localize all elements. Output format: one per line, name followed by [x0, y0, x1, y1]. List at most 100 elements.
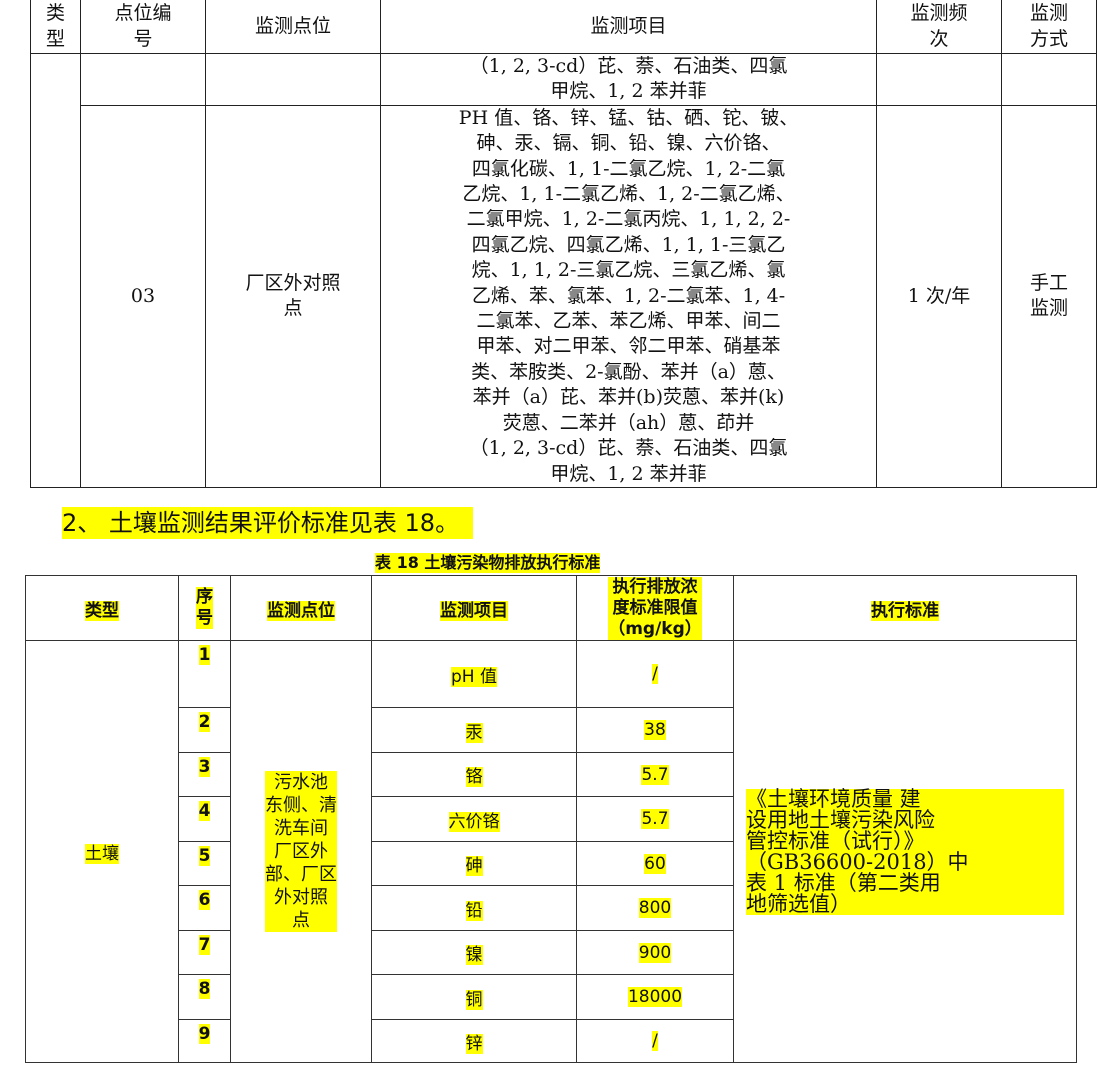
- header-item: 监测项目: [371, 575, 577, 641]
- code-cell: [80, 53, 206, 106]
- header-text: 执行排放浓: [612, 576, 698, 597]
- limit-cell: /: [576, 1019, 734, 1063]
- header-text: 监测项目: [440, 600, 508, 621]
- table-row: 7 镍 900: [26, 930, 1077, 975]
- item-cell: 铬: [371, 752, 577, 797]
- limit-cell: 5.7: [576, 752, 734, 797]
- header-text: 类: [45, 2, 65, 25]
- item-text: 铬: [465, 767, 483, 787]
- location-line: 洗车间: [274, 818, 328, 839]
- header-location: 监测点位: [205, 0, 381, 54]
- location-cell: 污水池东侧、清洗车间厂区外部、厂区外对照点: [230, 640, 372, 1063]
- items-line: 四氯化碳、1, 1-二氯乙烷、1, 2-二氯: [471, 157, 786, 180]
- header-text: 型: [45, 27, 65, 50]
- seq-cell: 3: [178, 752, 231, 797]
- limit-cell: 38: [576, 707, 734, 753]
- item-cell: pH 值: [371, 640, 577, 708]
- item-cell: 六价铬: [371, 796, 577, 842]
- table-header-row: 类型 点位编号 监测点位 监测项目 监测频次 监测方式: [30, 0, 1097, 54]
- seq-text: 8: [198, 979, 211, 999]
- seq-cell: 8: [178, 974, 231, 1020]
- item-cell: 砷: [371, 841, 577, 886]
- seq-text: 6: [198, 890, 211, 910]
- limit-text: 38: [644, 720, 666, 740]
- seq-cell: 5: [178, 841, 231, 886]
- item-cell: 镍: [371, 930, 577, 975]
- seq-cell: 1: [178, 640, 231, 708]
- table-row: （1, 2, 3-cd）芘、萘、石油类、四氯甲烷、1, 2 苯并菲: [30, 53, 1097, 488]
- item-cell: 锌: [371, 1019, 577, 1063]
- header-text: 执行排放浓度标准限值（mg/kg）: [608, 576, 702, 640]
- limit-text: 5.7: [641, 764, 669, 785]
- header-code: 点位编号: [80, 0, 206, 54]
- type-cell: [30, 53, 81, 488]
- method-line: 监测: [1029, 297, 1068, 320]
- seq-cell: 9: [178, 1019, 231, 1063]
- seq-text: 5: [198, 846, 211, 866]
- header-text: 执行标准: [871, 600, 939, 621]
- limit-cell: 60: [576, 841, 734, 886]
- item-text: 汞: [465, 722, 483, 743]
- items-line: 四氯乙烷、四氯乙烯、1, 1, 1-三氯乙: [471, 233, 786, 256]
- header-location: 监测点位: [230, 575, 372, 641]
- item-text: 铅: [465, 900, 483, 921]
- location-line: 点: [283, 297, 303, 320]
- header-items: 监测项目: [380, 0, 877, 54]
- item-text: pH 值: [451, 666, 497, 687]
- limit-cell: 18000: [576, 974, 734, 1020]
- items-line: 荧蒽、二苯并（ah）蒽、茚并: [502, 411, 755, 434]
- seq-cell: 2: [178, 707, 231, 753]
- soil-standard-table: 类型 序号 监测点位 监测项目 执行排放浓度标准限值（mg/kg） 执行标准 土…: [25, 575, 1077, 1063]
- header-type: 类型: [25, 575, 179, 641]
- header-frequency: 监测频次: [876, 0, 1002, 54]
- items-line: 乙烯、苯、氯苯、1, 2-二氯苯、1, 4-: [471, 284, 786, 307]
- seq-cell: 7: [178, 930, 231, 975]
- header-limit: 执行排放浓度标准限值（mg/kg）: [576, 575, 734, 641]
- table-row: 8 铜 18000: [26, 974, 1077, 1020]
- location-text: 污水池东侧、清洗车间厂区外部、厂区外对照点: [265, 771, 337, 932]
- items-line: 乙烷、1, 1-二氯乙烯、1, 2-二氯乙烯、: [462, 183, 795, 206]
- limit-text: 900: [638, 942, 672, 963]
- header-text: 次: [929, 27, 949, 50]
- seq-text: 1: [198, 645, 211, 665]
- header-text: 号: [196, 608, 213, 628]
- method-cell: 手工监测: [1001, 105, 1097, 488]
- location-cell: 厂区外对照点: [205, 105, 381, 488]
- standard-cell: 《土壤环境质量 建设用地土壤污染风险管控标准（试行）》（GB36600-2018…: [733, 640, 1077, 1063]
- standard-text: 《土壤环境质量 建设用地土壤污染风险管控标准（试行）》（GB36600-2018…: [746, 788, 1064, 915]
- method-line: 手工: [1029, 271, 1068, 294]
- header-text: 序号: [196, 587, 213, 629]
- items-line: 甲烷、1, 2 苯并菲: [550, 462, 707, 485]
- standard-line: 《土壤环境质量 建: [746, 788, 1064, 810]
- location-line: 外对照: [274, 887, 328, 908]
- limit-cell: /: [576, 640, 734, 708]
- items-cell: （1, 2, 3-cd）芘、萘、石油类、四氯甲烷、1, 2 苯并菲: [380, 53, 877, 106]
- limit-cell: 900: [576, 930, 734, 975]
- standard-line: （GB36600-2018）中: [746, 851, 1064, 873]
- items-line: 二氯甲烷、1, 2-二氯丙烷、1, 1, 2, 2-: [466, 208, 791, 231]
- table-header-row: 类型 序号 监测点位 监测项目 执行排放浓度标准限值（mg/kg） 执行标准: [25, 575, 1077, 641]
- location-line: 点: [292, 910, 310, 931]
- items-line: （1, 2, 3-cd）芘、萘、石油类、四氯: [469, 437, 788, 460]
- header-seq: 序号: [178, 575, 231, 641]
- location-line: 部、厂区: [265, 864, 337, 885]
- item-text: 砷: [465, 856, 483, 876]
- items-line: PH 值、铬、锌、锰、钴、硒、铊、铍、: [458, 106, 799, 129]
- item-text: 铜: [465, 989, 483, 1010]
- standard-line: 地筛选值）: [746, 893, 1064, 915]
- header-text: 点位编: [114, 2, 172, 25]
- table-row: 3 铬 5.7: [26, 752, 1077, 797]
- header-text: 类型: [85, 600, 119, 621]
- items-line: 甲苯、对二甲苯、邻二甲苯、硝基苯: [476, 335, 781, 358]
- header-type: 类型: [30, 0, 81, 54]
- items-line: 类、苯胺类、2-氯酚、苯并（a）蒽、: [471, 360, 786, 383]
- item-cell: 铜: [371, 974, 577, 1020]
- items-line: 甲烷、1, 2 苯并菲: [550, 80, 707, 103]
- location-line: 东侧、清: [265, 795, 337, 816]
- header-text: 序: [196, 587, 213, 607]
- item-text: 镍: [465, 945, 483, 965]
- seq-text: 4: [198, 801, 211, 821]
- type-text: 土壤: [85, 844, 119, 864]
- item-text: 六价铬: [448, 811, 500, 832]
- method-cell: [1001, 53, 1097, 106]
